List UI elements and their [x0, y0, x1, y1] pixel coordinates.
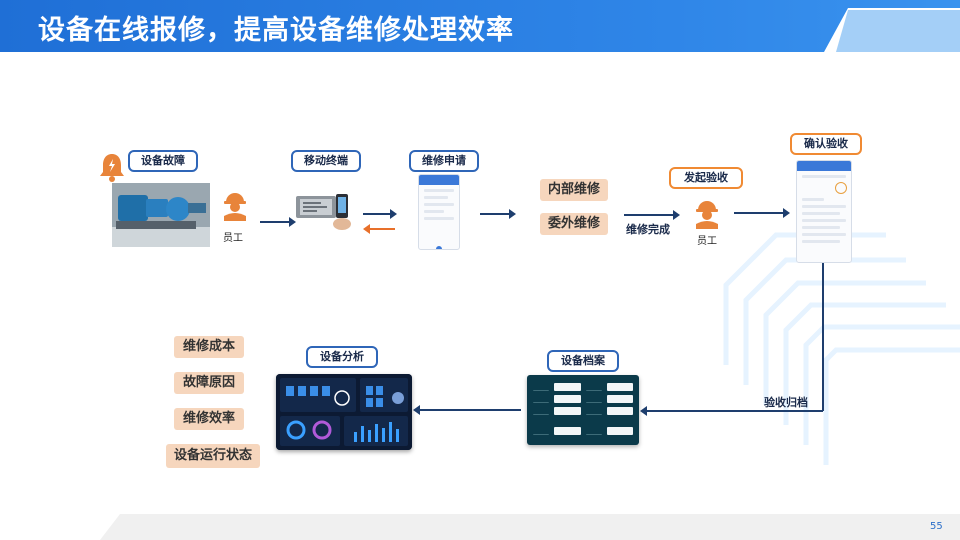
connector-line-down — [822, 263, 824, 411]
label-start-acceptance: 发起验收 — [669, 167, 743, 189]
analysis-item-efficiency: 维修效率 — [174, 408, 244, 430]
header-banner — [0, 0, 960, 52]
label-equipment-fault: 设备故障 — [128, 150, 198, 172]
arrow-fault-to-mobile — [260, 217, 296, 227]
equipment-archive-screen — [527, 375, 639, 445]
outsourced-repair-box: 委外维修 — [540, 213, 608, 235]
confirm-acceptance-phone-screen — [796, 160, 852, 263]
internal-repair-box: 内部维修 — [540, 179, 608, 201]
label-repair-request: 维修申请 — [409, 150, 479, 172]
label-mobile-terminal: 移动终端 — [291, 150, 361, 172]
arrow-request-to-repair — [480, 209, 516, 219]
arrow-mobile-to-request — [363, 209, 397, 219]
header-accent-stripe — [836, 10, 960, 52]
analysis-item-status: 设备运行状态 — [166, 444, 260, 468]
circuit-background-pattern — [723, 232, 960, 465]
label-equipment-analysis: 设备分析 — [306, 346, 378, 368]
label-confirm-acceptance: 确认验收 — [790, 133, 862, 155]
arrow-repair-to-acceptance — [624, 210, 680, 220]
mobile-scanner-image — [296, 194, 351, 230]
arrow-archive-to-analysis — [413, 405, 521, 415]
acceptance-archive-text: 验收归档 — [764, 396, 808, 409]
page-title: 设备在线报修，提高设备维修处理效率 — [38, 15, 514, 46]
repair-complete-text: 维修完成 — [626, 223, 670, 236]
worker-helmet-icon — [696, 201, 718, 229]
worker-helmet-icon — [224, 193, 246, 221]
page-number: 55 — [930, 521, 943, 532]
label-equipment-archive: 设备档案 — [547, 350, 619, 372]
arrow-confirm-to-archive — [640, 406, 823, 416]
repair-request-phone-screen — [418, 174, 460, 250]
equipment-analysis-dashboard — [276, 374, 412, 450]
worker-label-2: 员工 — [697, 236, 717, 247]
analysis-item-cost: 维修成本 — [174, 336, 244, 358]
pump-machine-image — [112, 183, 210, 247]
worker-label-1: 员工 — [223, 233, 243, 244]
footer-band — [100, 514, 960, 540]
bell-alert-icon — [100, 154, 124, 182]
arrow-request-to-mobile — [363, 224, 395, 234]
analysis-item-cause: 故障原因 — [174, 372, 244, 394]
arrow-start-to-confirm — [734, 208, 790, 218]
